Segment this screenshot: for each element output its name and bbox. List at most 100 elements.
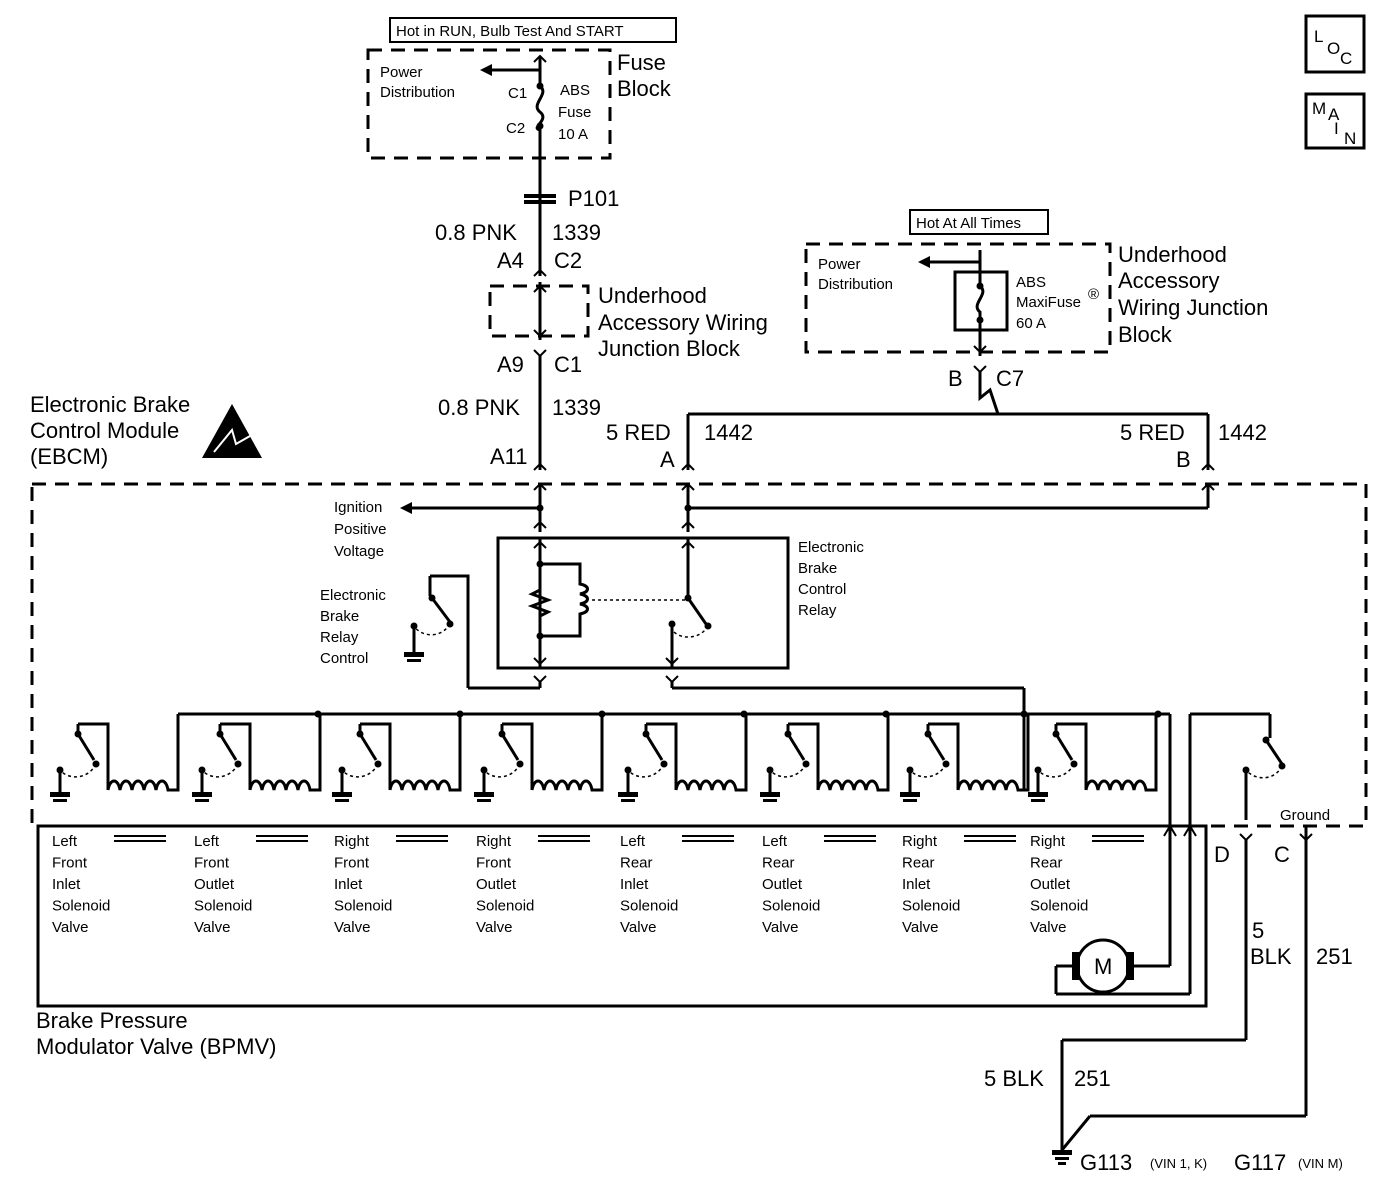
- wire-1339-upper-circuit: 1339: [552, 220, 601, 245]
- valve-label-line: Rear: [762, 855, 795, 872]
- valve-label-line: Inlet: [620, 876, 649, 893]
- ground-icon: [1028, 792, 1048, 797]
- underhood-jb-right-1: Underhood: [1118, 242, 1227, 267]
- fuse-power-dist-1: Power: [380, 64, 423, 81]
- underhood-jb-right-2: Accessory: [1118, 268, 1219, 293]
- ignition-2: Positive: [334, 521, 387, 538]
- underhood-jb-left-3: Junction Block: [598, 336, 741, 361]
- loc-icon[interactable]: [1304, 14, 1366, 74]
- valve-label-line: Valve: [762, 919, 798, 936]
- valve-label-line: Rear: [1030, 855, 1063, 872]
- loc-icon-o: O: [1327, 39, 1340, 58]
- connector-a4: A4: [497, 248, 524, 273]
- ebcm-title-3: (EBCM): [30, 444, 108, 469]
- relay-2: Brake: [798, 560, 837, 577]
- pin-a: A: [660, 447, 675, 472]
- relay-control-4: Control: [320, 650, 368, 667]
- bpmv-title-1: Brake Pressure: [36, 1008, 188, 1033]
- maxi-power-dist-1: Power: [818, 256, 861, 273]
- valve-label-line: Solenoid: [334, 898, 392, 915]
- solenoid-coil-icon: [388, 714, 462, 792]
- relay-1: Electronic: [798, 539, 864, 556]
- solenoid-unit: [760, 714, 890, 802]
- ground-g117: G117: [1234, 1150, 1286, 1175]
- solenoid-coil-icon: [956, 714, 1030, 792]
- pin-b-c7: B: [948, 366, 963, 391]
- wire-1339-lower-circuit: 1339: [552, 395, 601, 420]
- valve-label-line: Right: [1030, 833, 1066, 850]
- ground-icon: [404, 652, 424, 657]
- connector-c7: C7: [996, 366, 1024, 391]
- valve-label-line: Valve: [620, 919, 656, 936]
- hot-all-times-text: Hot At All Times: [916, 215, 1021, 232]
- loc-icon-l: L: [1314, 27, 1323, 46]
- pump-motor-icon: [1075, 938, 1131, 994]
- pin-b: B: [1176, 447, 1191, 472]
- ground-g113: G113: [1080, 1150, 1132, 1175]
- valve-label-line: Solenoid: [52, 898, 110, 915]
- valve-label-line: Right: [476, 833, 512, 850]
- loc-icon-c: C: [1340, 49, 1352, 68]
- pin-c: C: [1274, 842, 1290, 867]
- wire-d-gauge-2: BLK: [1250, 944, 1292, 969]
- fuse-abs-2: Fuse: [558, 104, 591, 121]
- ground-icon: [192, 792, 212, 797]
- solenoid-coil-icon: [248, 714, 322, 792]
- valve-label-line: Valve: [1030, 919, 1066, 936]
- fuse-c2-label: C2: [506, 120, 525, 137]
- underhood-jb-right-3: Wiring Junction: [1118, 295, 1268, 320]
- solenoid-unit: [618, 714, 748, 802]
- ground-g113-note: (VIN 1, K): [1150, 1156, 1207, 1171]
- solenoid-coil-icon: [106, 714, 180, 792]
- main-icon-m: M: [1312, 99, 1326, 118]
- underhood-jb-left-1: Underhood: [598, 283, 707, 308]
- arrow-left-icon: [480, 64, 492, 76]
- main-icon[interactable]: [1304, 92, 1366, 150]
- valve-label-line: Solenoid: [476, 898, 534, 915]
- fuse-abs-1: ABS: [560, 82, 590, 99]
- ground-icon: [50, 792, 70, 797]
- valve-label-line: Front: [476, 855, 512, 872]
- valve-label-line: Left: [762, 833, 788, 850]
- connector-c1: C1: [554, 352, 582, 377]
- valve-label-line: Inlet: [52, 876, 81, 893]
- arrow-left-icon: [918, 256, 930, 268]
- connector-a9: A9: [497, 352, 524, 377]
- ground-g117-note: (VIN M): [1298, 1156, 1343, 1171]
- pin-d: D: [1214, 842, 1230, 867]
- valve-label-line: Right: [902, 833, 938, 850]
- relay-3: Control: [798, 581, 846, 598]
- underhood-jb-right-4: Block: [1118, 322, 1173, 347]
- maxifuse-abs: ABS: [1016, 274, 1046, 291]
- arrow-left-icon: [400, 502, 412, 514]
- valve-label-line: Solenoid: [194, 898, 252, 915]
- valve-label-line: Outlet: [762, 876, 803, 893]
- bpmv-title-2: Modulator Valve (BPMV): [36, 1034, 276, 1059]
- solenoid-unit: [1028, 714, 1158, 802]
- bpmv-outline: [36, 824, 1208, 1008]
- maxifuse-registered: ®: [1088, 286, 1099, 303]
- wire-d-circuit: 251: [1316, 944, 1353, 969]
- valve-labels: LeftFrontInletSolenoidValveLeftFrontOutl…: [52, 833, 1144, 936]
- fuse-block-title-1: Fuse: [617, 50, 666, 75]
- banner-box: [389, 17, 677, 43]
- fuse-block-title-2: Block: [617, 76, 672, 101]
- resistor-icon: [527, 588, 553, 618]
- valve-label-line: Left: [620, 833, 646, 850]
- valve-label-line: Valve: [334, 919, 370, 936]
- valve-label-line: Left: [194, 833, 220, 850]
- ebcm-relay-box: [496, 536, 790, 670]
- maxi-power-dist-2: Distribution: [818, 276, 893, 293]
- wire-1442-a-gauge: 5 RED: [606, 420, 671, 445]
- main-icon-a: A: [1328, 105, 1340, 124]
- solenoid-coil-icon: [530, 714, 604, 792]
- p101-label: P101: [568, 186, 619, 211]
- solenoid-unit: [332, 714, 462, 802]
- connector-a11: A11: [490, 444, 528, 469]
- valve-label-line: Valve: [52, 919, 88, 936]
- ground-icon: [618, 792, 638, 797]
- wire-d-gauge-1: 5: [1252, 918, 1264, 943]
- valve-label-line: Rear: [902, 855, 935, 872]
- ground-icon: [332, 792, 352, 797]
